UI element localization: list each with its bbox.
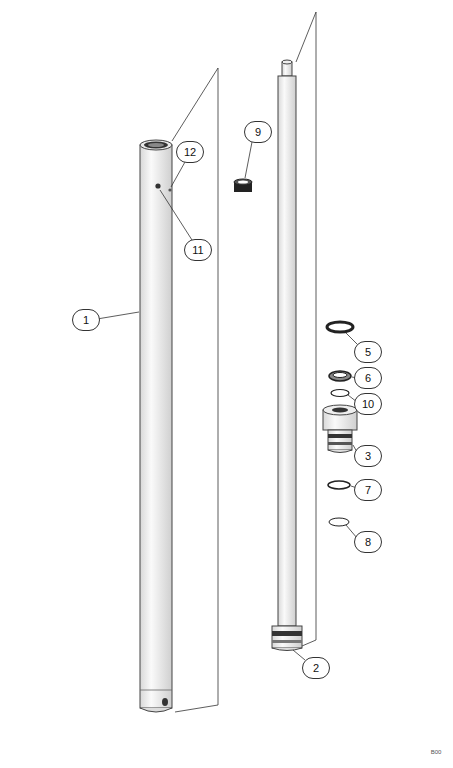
explode-line — [172, 68, 218, 712]
piston-rod — [272, 60, 302, 651]
callout-number: 12 — [176, 141, 204, 163]
callout-number: 8 — [354, 531, 382, 553]
callout-number: 9 — [244, 121, 272, 143]
leader-line — [97, 142, 358, 660]
callout-number: 5 — [354, 341, 382, 363]
callout-number: 1 — [72, 309, 100, 331]
callout-number: 11 — [184, 239, 212, 261]
seal-kit — [323, 322, 357, 526]
explode-line — [296, 12, 316, 646]
grease-fitting — [155, 183, 171, 191]
callout-number: 10 — [354, 393, 382, 415]
callout-number: 3 — [354, 445, 382, 467]
callout-number: 7 — [354, 479, 382, 501]
barrel — [140, 140, 172, 712]
callout-number: 6 — [354, 367, 382, 389]
wear-ring — [234, 179, 252, 192]
callout-number: 2 — [302, 657, 330, 679]
figure-code: B00 — [431, 749, 442, 755]
